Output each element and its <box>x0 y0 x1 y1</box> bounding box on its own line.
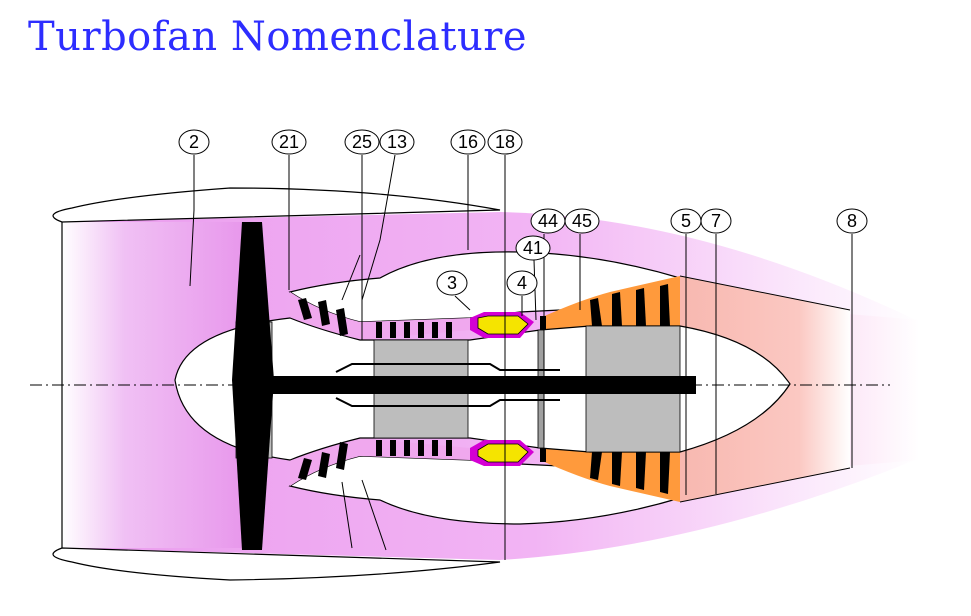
station-13: 13 <box>379 129 415 155</box>
svg-text:41: 41 <box>523 238 543 258</box>
turbine-blades <box>540 284 670 494</box>
svg-text:16: 16 <box>458 132 478 152</box>
svg-text:4: 4 <box>517 273 527 293</box>
station-2: 2 <box>178 129 210 155</box>
station-leaders <box>189 154 853 560</box>
station-3: 3 <box>436 270 468 296</box>
station-45: 45 <box>564 208 600 234</box>
svg-text:7: 7 <box>711 211 721 231</box>
svg-text:13: 13 <box>387 132 407 152</box>
station-16: 16 <box>450 129 486 155</box>
svg-text:5: 5 <box>681 211 691 231</box>
svg-text:18: 18 <box>495 132 515 152</box>
svg-text:25: 25 <box>352 132 372 152</box>
diagram-title: Turbofan Nomenclature <box>28 14 527 60</box>
station-7: 7 <box>700 208 732 234</box>
combustor-lower <box>470 440 534 466</box>
station-44: 44 <box>530 208 566 234</box>
svg-text:45: 45 <box>572 211 592 231</box>
station-18: 18 <box>487 129 523 155</box>
svg-text:8: 8 <box>847 211 857 231</box>
svg-text:3: 3 <box>447 273 457 293</box>
hpc-blades <box>376 322 452 456</box>
station-21: 21 <box>271 129 307 155</box>
station-markers: 2 21 25 13 16 18 44 45 <box>178 129 868 296</box>
station-41: 41 <box>515 235 551 261</box>
nacelle <box>52 187 501 581</box>
station-4: 4 <box>506 270 538 296</box>
station-5: 5 <box>670 208 702 234</box>
station-8: 8 <box>836 208 868 234</box>
booster-blades <box>298 298 348 480</box>
combustor-upper <box>470 312 534 338</box>
core-flow <box>290 292 470 486</box>
svg-text:21: 21 <box>279 132 299 152</box>
svg-text:2: 2 <box>189 132 199 152</box>
station-25: 25 <box>344 129 380 155</box>
svg-text:44: 44 <box>538 211 558 231</box>
